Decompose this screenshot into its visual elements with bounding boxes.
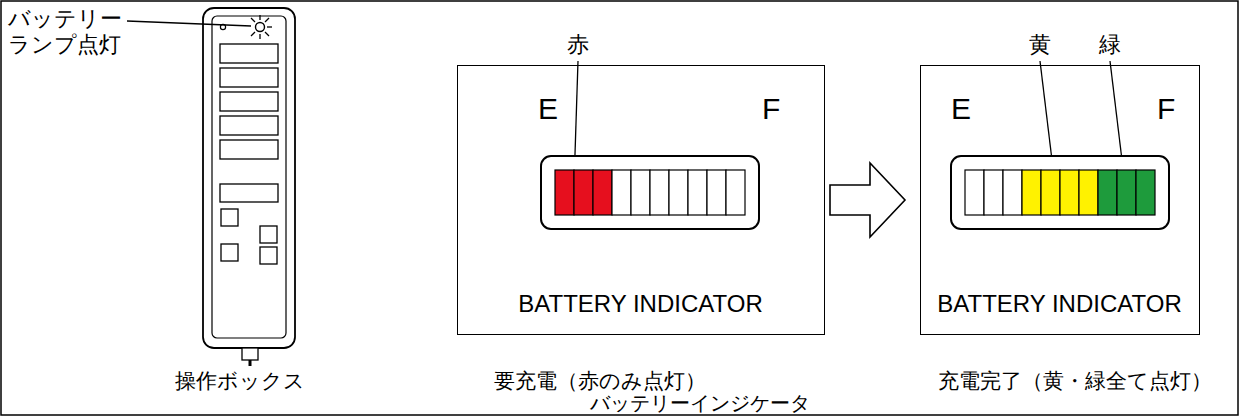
indicator-panel: E F BATTERY INDICATOR [920, 65, 1200, 335]
transition-arrow [830, 163, 905, 237]
gauge-segment [1136, 170, 1155, 215]
gauge-segment [1060, 170, 1079, 215]
figure-caption: 要充電（赤のみ点灯） [494, 370, 706, 391]
color-label: 緑 [1099, 34, 1121, 56]
gauge-segment [707, 170, 726, 215]
gauge-segment [1022, 170, 1041, 215]
scale-letter: E [538, 94, 558, 124]
glow-ray [259, 15, 260, 20]
panel-caption: BATTERY INDICATOR [518, 292, 763, 316]
scale-letter: E [951, 94, 971, 124]
control-box-panel [212, 16, 286, 338]
scale-letter: F [1157, 94, 1175, 124]
gauge-segment [593, 170, 612, 215]
indicator-panel: E F BATTERY INDICATOR [457, 65, 825, 335]
control-box-body [203, 8, 295, 348]
battery-gauge [540, 155, 760, 230]
gauge-segment [650, 170, 669, 215]
figure-caption: バッテリーインジケータ [590, 393, 810, 413]
glow-ray [259, 34, 260, 39]
control-box-figure [203, 8, 295, 366]
gauge-segment [612, 170, 631, 215]
gauge-segment [555, 170, 574, 215]
gauge-segment [984, 170, 1003, 215]
battery-lamp [256, 23, 265, 32]
button [220, 92, 278, 111]
button [220, 68, 278, 87]
glow-ray [251, 32, 255, 36]
glow-ray [265, 32, 269, 36]
button [220, 116, 278, 135]
gauge-segment [688, 170, 707, 215]
button [221, 209, 238, 226]
gauge-segment [631, 170, 650, 215]
cable [249, 360, 252, 366]
color-label: 赤 [567, 34, 589, 56]
color-label: 黄 [1029, 34, 1051, 56]
gauge-segment [1041, 170, 1060, 215]
gauge-segment [965, 170, 984, 215]
button [220, 140, 278, 159]
button [260, 226, 277, 243]
gauge-segment [1098, 170, 1117, 215]
button [220, 44, 278, 63]
gauge-segment [574, 170, 593, 215]
glow-ray [267, 26, 272, 27]
glow-ray [251, 18, 255, 22]
panel-caption: BATTERY INDICATOR [937, 292, 1182, 316]
leader-line [127, 21, 251, 26]
gauge-segment [669, 170, 688, 215]
gauge-frame [541, 156, 759, 229]
gauge-segment [1117, 170, 1136, 215]
button [221, 244, 238, 261]
button [220, 184, 278, 202]
figure-caption: 充電完了（黄・緑全て点灯） [938, 370, 1212, 391]
scale-letter: F [762, 94, 780, 124]
cable-strain-relief [242, 348, 258, 360]
callout-label: バッテリー ランプ点灯 [8, 6, 140, 59]
gauge-frame [951, 156, 1169, 229]
button [260, 247, 277, 264]
glow-ray [265, 18, 269, 22]
gauge-segment [726, 170, 745, 215]
lamp-glow [251, 15, 272, 39]
figure-caption: 操作ボックス [175, 370, 305, 391]
battery-gauge [950, 155, 1170, 230]
gauge-segment [1003, 170, 1022, 215]
gauge-segment [1079, 170, 1098, 215]
